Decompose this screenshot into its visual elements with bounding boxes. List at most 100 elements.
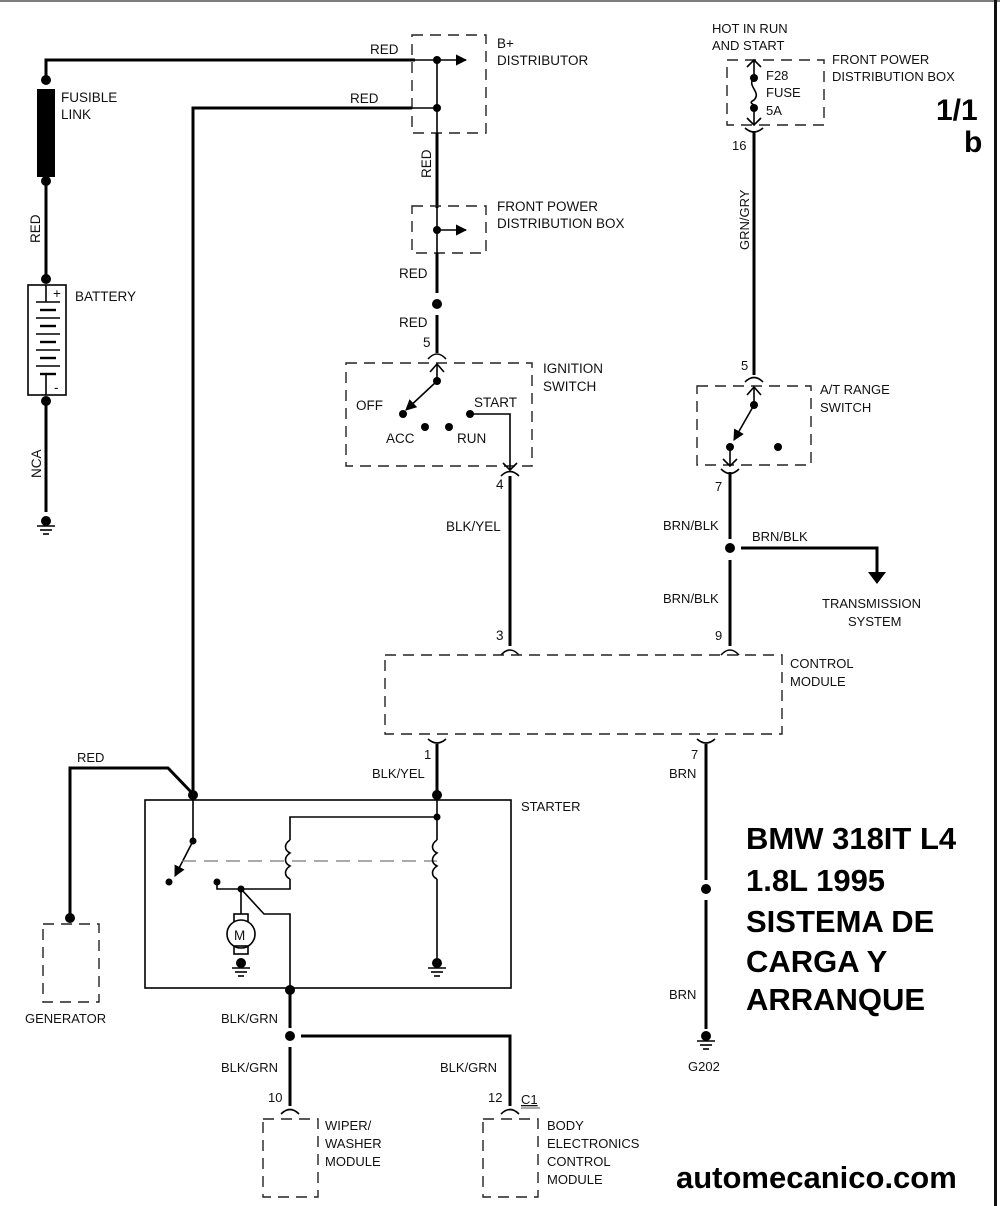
connector-id: C1 — [521, 1092, 538, 1107]
connector-icon — [427, 738, 447, 744]
motor-icon — [226, 919, 256, 949]
wire-label: GRN/GRY — [737, 189, 752, 250]
hot-note: AND START — [712, 38, 785, 53]
component-label: WIPER/ — [325, 1118, 372, 1133]
starter: STARTER M — [144, 790, 580, 995]
connector-icon — [500, 470, 520, 477]
ign-position-run: RUN — [457, 431, 486, 446]
connector-icon — [720, 649, 740, 656]
component-label: WASHER — [325, 1136, 382, 1151]
wire-label: BRN/BLK — [752, 529, 808, 544]
wire-brn-blk-branch — [741, 546, 879, 573]
pin-number: 5 — [423, 335, 431, 350]
wire-label: RED — [419, 149, 434, 178]
front-power-box-2 — [726, 59, 825, 126]
ground-icon — [232, 958, 250, 977]
component-label: MODULE — [547, 1172, 603, 1187]
switch-arm-icon — [733, 404, 755, 441]
fuse-icon — [750, 77, 758, 109]
wire-label: BLK/YEL — [446, 519, 501, 534]
wire-label: BLK/GRN — [221, 1011, 278, 1026]
connector-icon — [696, 738, 716, 744]
connector-icon — [500, 649, 520, 656]
pin-number: 5 — [741, 358, 748, 373]
component-label: CONTROL — [790, 656, 854, 671]
fuse-type: FUSE — [766, 85, 801, 100]
battery-label: BATTERY — [75, 289, 136, 304]
wire-label: BLK/YEL — [372, 766, 425, 781]
hot-note: HOT IN RUN — [712, 21, 788, 36]
component-label: FRONT POWER — [497, 199, 598, 214]
control-module: CONTROL MODULE 1 7 — [384, 654, 854, 762]
ground-icon — [37, 516, 55, 535]
splice-dot — [41, 75, 51, 85]
battery-icon — [27, 284, 67, 396]
ignition-switch: OFF ACC RUN START IGNITION SWITCH 4 — [345, 361, 603, 492]
watermark: automecanico.com — [676, 1160, 957, 1195]
connector-icon — [500, 1108, 520, 1115]
wire-label: BRN/BLK — [663, 591, 719, 606]
wire-label: RED — [77, 750, 104, 765]
arrow-down-icon — [868, 572, 886, 584]
title-line: BMW 318IT L4 — [746, 821, 957, 856]
wire-label: BRN — [669, 766, 696, 781]
component-label: STARTER — [521, 799, 580, 814]
ign-position-start: START — [474, 395, 517, 410]
wire-label: NCA — [29, 449, 44, 478]
fusible-link-circuit: FUSIBLE LINK RED — [28, 58, 415, 284]
wire-blk-grn-body — [301, 1034, 512, 1106]
title-line: CARGA Y — [746, 944, 888, 979]
component-label: FRONT POWER — [832, 52, 929, 67]
frame-top-border — [0, 0, 1000, 2]
connector-icon — [744, 376, 764, 383]
component-label: DISTRIBUTION BOX — [497, 216, 625, 231]
battery: + - BATTERY NCA — [27, 284, 136, 535]
wire-label: BRN — [669, 987, 696, 1002]
wire-label: BRN/BLK — [663, 518, 719, 533]
title-line: SISTEMA DE — [746, 904, 934, 939]
at-range-switch: A/T RANGE SWITCH 7 — [696, 382, 890, 494]
control-module-box — [384, 654, 783, 735]
wiper-module-box — [262, 1118, 319, 1198]
fuse-id: F28 — [766, 68, 788, 83]
starter-box — [144, 799, 512, 989]
fuse-f28: HOT IN RUN AND START F28 FUSE 5A FRONT P… — [712, 21, 955, 153]
component-label: MODULE — [790, 674, 846, 689]
splice-dot — [725, 543, 735, 553]
pin-number: 10 — [268, 1090, 282, 1105]
fusible-link-label: LINK — [61, 107, 91, 122]
switch-arm-icon — [174, 840, 194, 877]
title-block: BMW 318IT L4 1.8L 1995 SISTEMA DE CARGA … — [746, 821, 957, 1017]
ign-position-acc: ACC — [386, 431, 415, 446]
b-plus-box — [411, 34, 487, 134]
fusible-link-icon — [37, 89, 55, 177]
connector-icon — [280, 1108, 300, 1115]
fuse-rating: 5A — [766, 103, 782, 118]
ign-position-off: OFF — [356, 398, 383, 413]
component-label: TRANSMISSION — [822, 596, 921, 611]
red-feed: RED FRONT POWER DISTRIBUTION BOX RED RED… — [399, 133, 625, 360]
pin-number: 4 — [496, 477, 504, 492]
pin-number: 7 — [715, 479, 722, 494]
ignition-switch-box — [345, 362, 533, 467]
component-label: IGNITION — [543, 361, 603, 376]
component-label: ELECTRONICS — [547, 1136, 640, 1151]
pin-number: 1 — [424, 747, 431, 762]
component-label: DISTRIBUTION BOX — [832, 69, 955, 84]
splice-dot — [41, 274, 51, 284]
splice-dot — [701, 884, 711, 894]
wire-label: RED — [370, 42, 399, 57]
component-label: BODY — [547, 1118, 584, 1133]
title-line: 1.8L 1995 — [746, 863, 885, 898]
wire-label: BLK/GRN — [221, 1060, 278, 1075]
body-electronics-module: 12 C1 BODY ELECTRONICS CONTROL MODULE — [482, 1090, 640, 1198]
wire-label: BLK/GRN — [440, 1060, 497, 1075]
splice-dot — [432, 299, 442, 309]
pin-number: 16 — [732, 138, 746, 153]
ground-label: G202 — [688, 1059, 720, 1074]
component-label: A/T RANGE — [820, 382, 890, 397]
wire-label: RED — [350, 91, 379, 106]
coil-icon — [284, 839, 292, 880]
wiper-washer-module: 10 WIPER/ WASHER MODULE — [262, 1090, 382, 1198]
splice-dot — [285, 1031, 295, 1041]
